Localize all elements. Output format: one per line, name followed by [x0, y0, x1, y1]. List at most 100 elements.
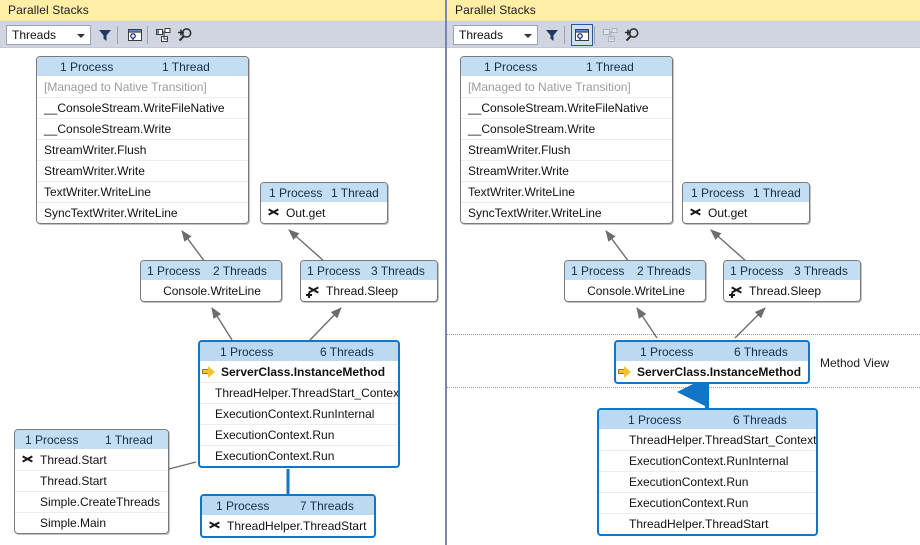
stack-frame-row[interactable]: StreamWriter.Write — [37, 160, 248, 181]
toggle-method-view-icon-glyph — [575, 29, 589, 41]
stack-box-header: 1 Process 2 Threads — [141, 261, 281, 280]
parallel-stacks-panel-right: Parallel Stacks Threads — [447, 0, 920, 545]
toggle-method-view-icon[interactable] — [124, 24, 146, 46]
panel-divider[interactable] — [445, 0, 447, 545]
filter-icon[interactable] — [541, 24, 563, 46]
stack-frame-row[interactable]: __ConsoleStream.Write — [461, 118, 672, 139]
thread-count: 1 Thread — [753, 185, 801, 200]
stack-box-header: 1 Process 1 Thread — [683, 183, 809, 202]
stack-frame-row[interactable]: ExecutionContext.RunInternal — [599, 450, 816, 471]
thread-count: 2 Threads — [213, 263, 267, 278]
thread-marker-icon — [688, 206, 703, 219]
thread-marker-tail-icon — [729, 284, 744, 298]
view-mode-select-right[interactable]: Threads — [453, 25, 538, 45]
stack-frame-row[interactable]: Simple.Main — [15, 512, 168, 533]
toolbar-separator-1 — [117, 26, 118, 44]
stack-box-thread-sleep[interactable]: 1 Process 3 Threads Thread.Sleep — [723, 260, 861, 302]
toggle-method-view-icon-glyph — [128, 29, 142, 41]
page-title-right: Parallel Stacks — [455, 3, 536, 17]
stack-box-header: 1 Process 3 Threads — [301, 261, 437, 280]
process-count: 1 Process — [571, 263, 625, 278]
stack-frame-row[interactable]: StreamWriter.Write — [461, 160, 672, 181]
stack-frame-row[interactable]: __ConsoleStream.Write — [37, 118, 248, 139]
thread-marker-icon — [266, 206, 281, 219]
stack-frame-row[interactable]: SyncTextWriter.WriteLine — [37, 202, 248, 223]
zoom-icon[interactable] — [174, 24, 196, 46]
page-title-left: Parallel Stacks — [8, 3, 89, 17]
process-count: 1 Process — [25, 432, 79, 447]
thread-marker-icon — [20, 453, 35, 466]
filter-icon-glyph — [99, 30, 111, 41]
toolbar-separator-2 — [594, 26, 595, 44]
stack-box-console-writeline[interactable]: 1 Process 2 Threads Console.WriteLine — [140, 260, 282, 302]
process-count: 1 Process — [730, 263, 784, 278]
stack-box-serverclass-instancemethod[interactable]: 1 Process 6 Threads ServerClass.Instance… — [614, 340, 810, 384]
stack-frame-row[interactable]: Simple.CreateThreads — [15, 491, 168, 512]
stack-frame-row[interactable]: Thread.Start — [15, 470, 168, 491]
stack-frame-row[interactable]: [Managed to Native Transition] — [468, 79, 631, 94]
stack-frame-row[interactable]: Console.WriteLine — [587, 283, 685, 298]
stack-frame-row[interactable]: TextWriter.WriteLine — [37, 181, 248, 202]
stack-box-console-native[interactable]: 1 Process 1 Thread [Managed to Native Tr… — [36, 56, 249, 224]
stack-frame-row[interactable]: Out.get — [261, 202, 387, 223]
stack-box-callers-below[interactable]: 1 Process 6 Threads ThreadHelper.ThreadS… — [597, 408, 818, 536]
process-count: 1 Process — [60, 59, 114, 74]
stack-frame-row[interactable]: Thread.Start — [15, 449, 168, 470]
process-count: 1 Process — [269, 185, 323, 200]
stack-box-out-get[interactable]: 1 Process 1 Thread Out.get — [260, 182, 388, 224]
auto-scroll-icon[interactable] — [152, 24, 174, 46]
view-mode-select-left[interactable]: Threads — [6, 25, 91, 45]
stack-frame-row[interactable]: StreamWriter.Flush — [461, 139, 672, 160]
stack-frame-row[interactable]: Console.WriteLine — [163, 283, 261, 298]
stack-frame-row[interactable]: ExecutionContext.Run — [200, 424, 398, 445]
stack-frame-row[interactable]: Out.get — [683, 202, 809, 223]
stack-frame-row[interactable]: TextWriter.WriteLine — [461, 181, 672, 202]
stack-box-header: 1 Process 6 Threads — [599, 410, 816, 429]
stack-box-header: 1 Process 3 Threads — [724, 261, 860, 280]
stack-frame-row[interactable]: ThreadHelper.ThreadStart — [599, 513, 816, 534]
stack-box-threadhelper-threadstart[interactable]: 1 Process 7 Threads ThreadHelper.ThreadS… — [200, 494, 376, 538]
toolbar-right: Threads — [447, 21, 920, 48]
stack-box-header: 1 Process 1 Thread — [261, 183, 387, 202]
stack-box-serverclass-instancemethod[interactable]: 1 Process 6 Threads ServerClass.Instance… — [198, 340, 400, 468]
auto-scroll-icon — [599, 24, 621, 46]
view-mode-value-left: Threads — [12, 28, 57, 42]
stack-frame-row[interactable]: ThreadHelper.ThreadStart — [202, 515, 374, 536]
stack-frame-row[interactable]: __ConsoleStream.WriteFileNative — [37, 97, 248, 118]
chevron-down-icon[interactable] — [521, 26, 537, 44]
stack-box-header: 1 Process 1 Thread — [15, 430, 168, 449]
stack-frame-row[interactable]: SyncTextWriter.WriteLine — [461, 202, 672, 223]
stack-box-header: 1 Process 1 Thread — [37, 57, 248, 76]
stack-frame-row[interactable]: ExecutionContext.Run — [200, 445, 398, 466]
filter-icon-glyph — [546, 30, 558, 41]
stack-frame-row[interactable]: StreamWriter.Flush — [37, 139, 248, 160]
toggle-method-view-icon[interactable] — [571, 24, 593, 46]
thread-count: 6 Threads — [733, 412, 787, 427]
stack-box-header: 1 Process 2 Threads — [565, 261, 705, 280]
stack-box-thread-start-main[interactable]: 1 Process 1 Thread Thread.Start Thread.S… — [14, 429, 169, 534]
stack-box-header: 1 Process 1 Thread — [461, 57, 672, 76]
stack-frame-row[interactable]: __ConsoleStream.WriteFileNative — [461, 97, 672, 118]
stack-box-console-native[interactable]: 1 Process 1 Thread [Managed to Native Tr… — [460, 56, 673, 224]
stack-box-out-get[interactable]: 1 Process 1 Thread Out.get — [682, 182, 810, 224]
process-count: 1 Process — [691, 185, 745, 200]
process-count: 1 Process — [307, 263, 361, 278]
stack-frame-row[interactable]: ThreadHelper.ThreadStart_Context — [200, 382, 398, 403]
stack-frame-row-current[interactable]: ServerClass.InstanceMethod — [616, 361, 808, 382]
stack-frame-row[interactable]: ThreadHelper.ThreadStart_Context — [629, 432, 817, 447]
stack-frame-row-current[interactable]: ServerClass.InstanceMethod — [200, 361, 398, 382]
thread-count: 1 Thread — [586, 59, 634, 74]
stack-box-console-writeline[interactable]: 1 Process 2 Threads Console.WriteLine — [564, 260, 706, 302]
filter-icon[interactable] — [94, 24, 116, 46]
stack-box-thread-sleep[interactable]: 1 Process 3 Threads Thread.Sleep — [300, 260, 438, 302]
stack-frame-row[interactable]: Thread.Sleep — [301, 280, 437, 301]
stack-frame-row[interactable]: Thread.Sleep — [724, 280, 860, 301]
zoom-icon[interactable] — [621, 24, 643, 46]
stack-frame-row[interactable]: ExecutionContext.RunInternal — [200, 403, 398, 424]
stack-frame-row[interactable]: ExecutionContext.Run — [599, 471, 816, 492]
stack-frame-row[interactable]: [Managed to Native Transition] — [44, 79, 207, 94]
stack-frame-row[interactable]: ExecutionContext.Run — [599, 492, 816, 513]
toolbar-left: Threads — [0, 21, 445, 48]
chevron-down-icon[interactable] — [74, 26, 90, 44]
